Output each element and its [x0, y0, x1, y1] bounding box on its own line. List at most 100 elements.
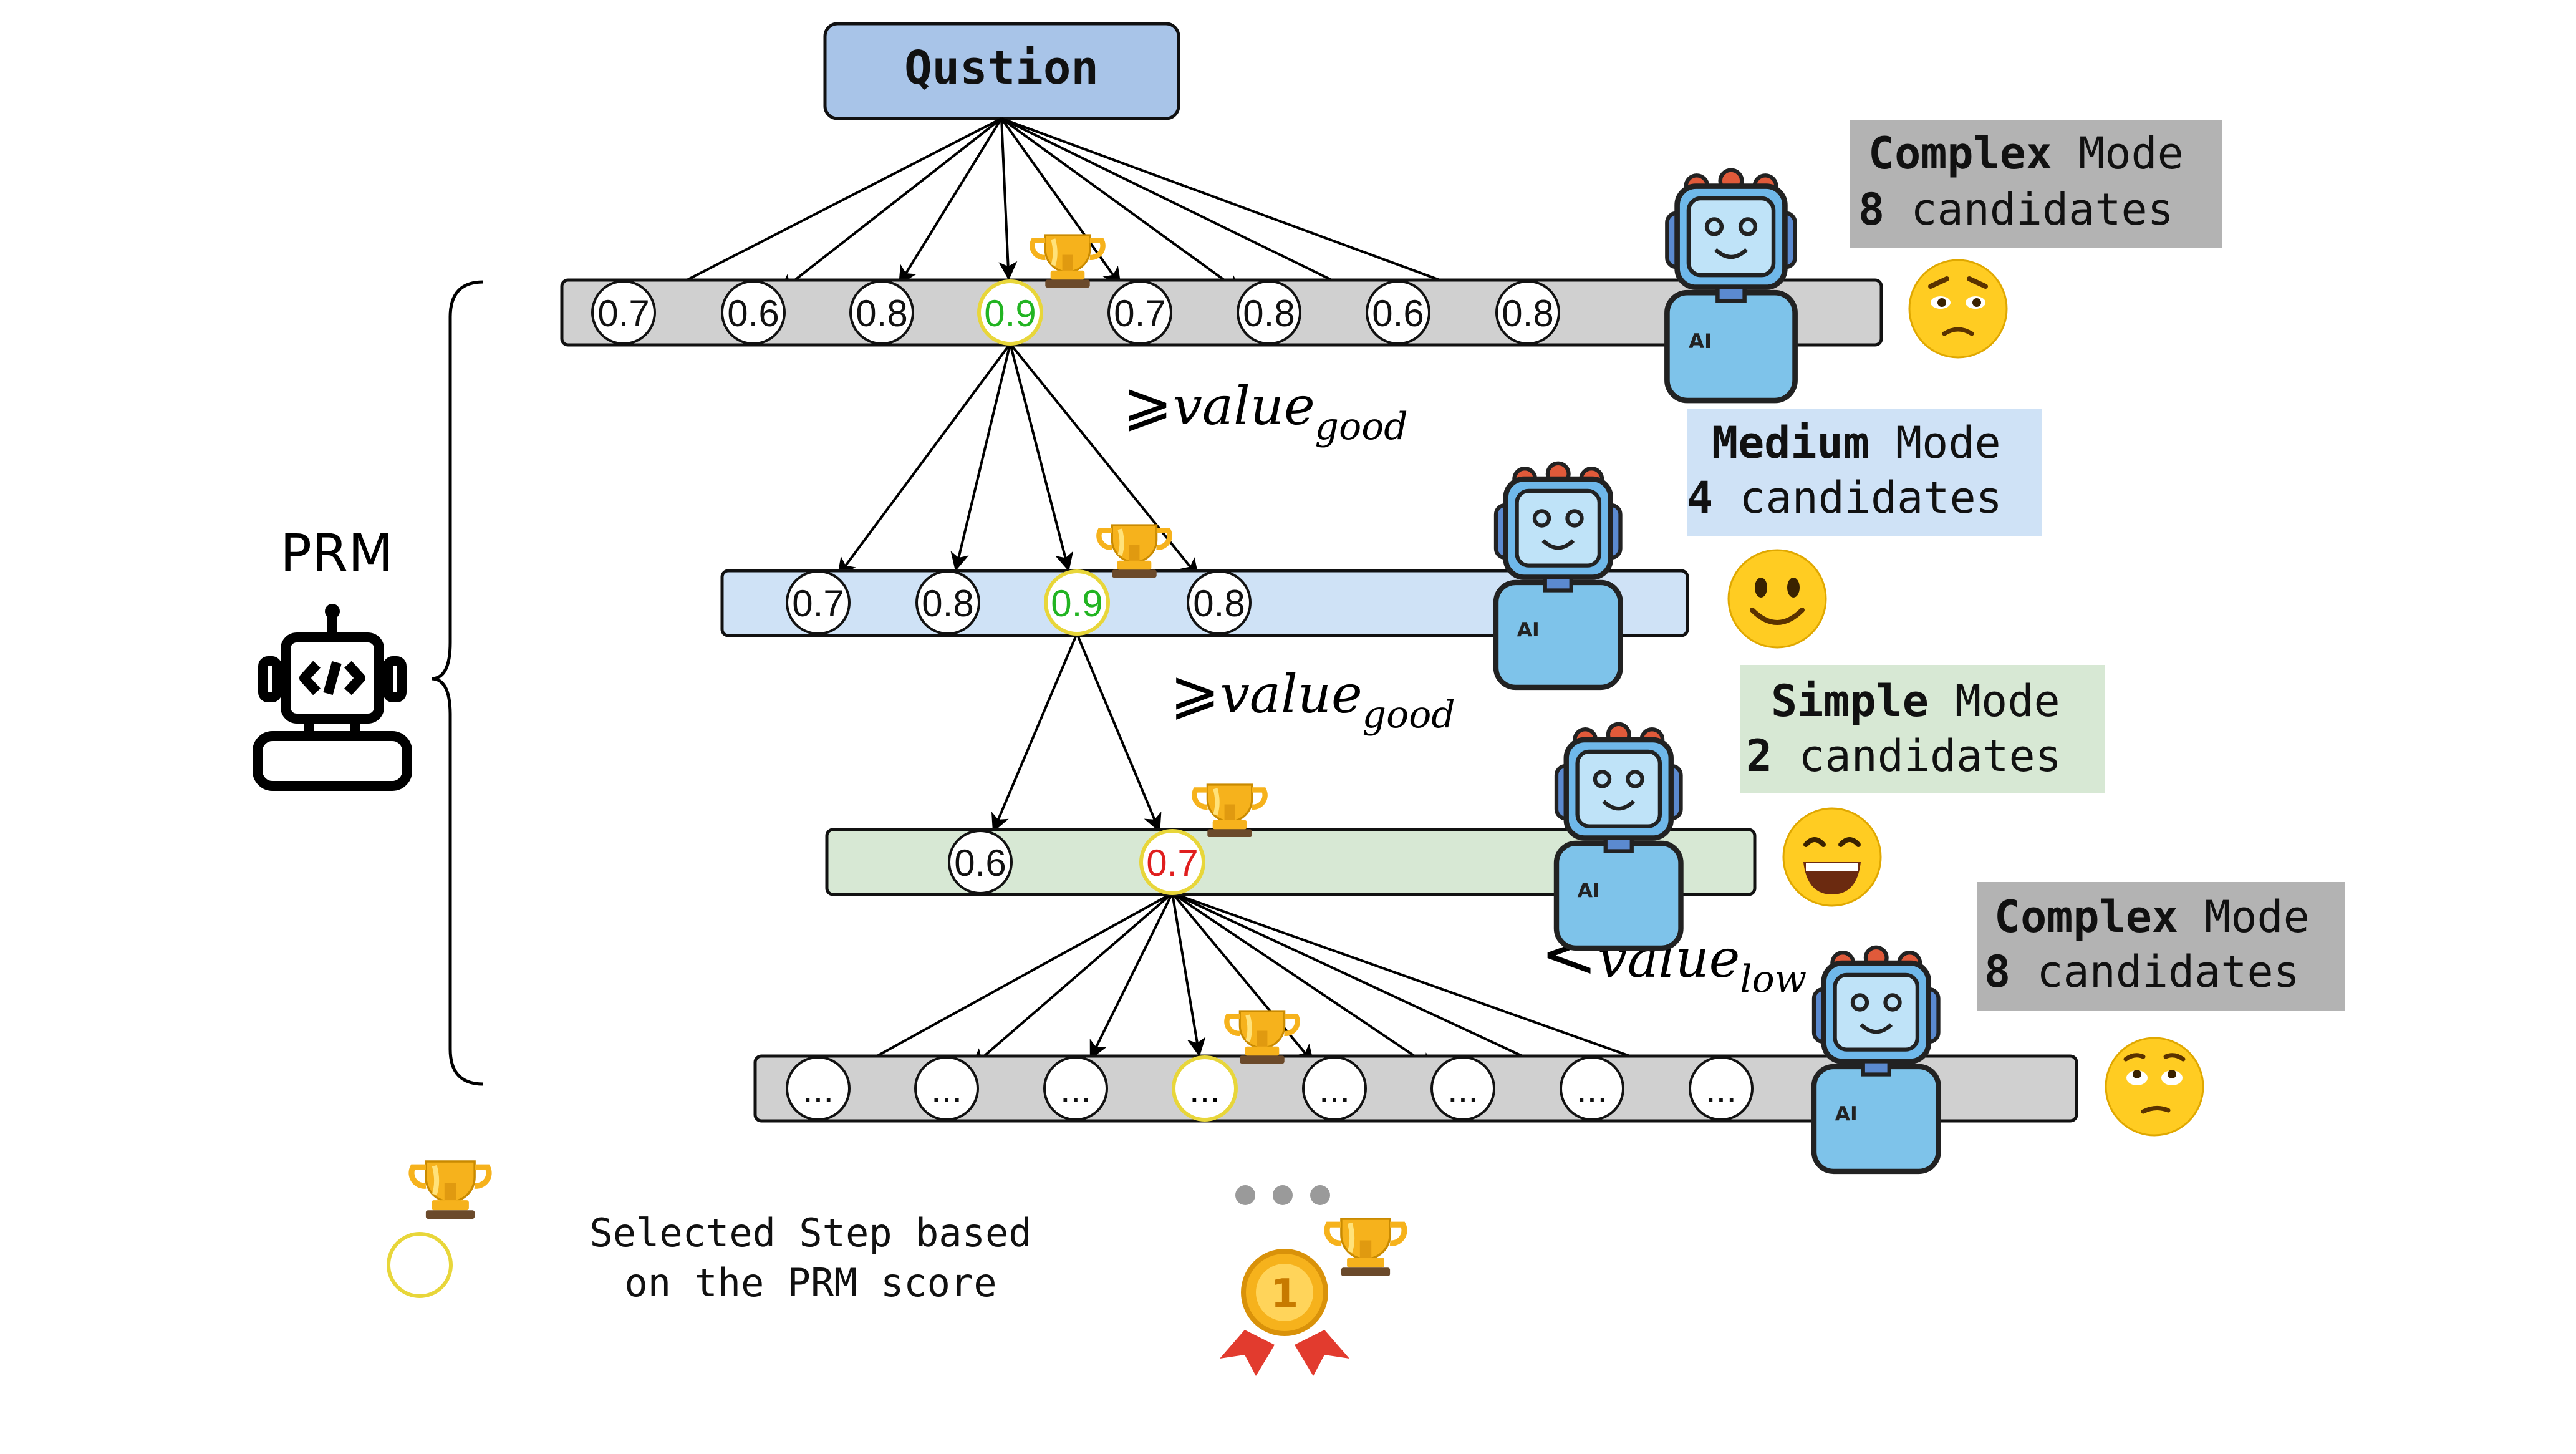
level-4-node-score: ...: [1705, 1069, 1737, 1110]
level-2-mode-text: Medium Mode: [1712, 417, 2001, 468]
edge-group: [652, 117, 1691, 1080]
level-4-node: [1560, 1056, 1624, 1121]
level-1-node: [1495, 280, 1560, 345]
edge-arrow: [652, 117, 1002, 299]
edge-arrow: [1000, 117, 1122, 287]
level-3-robot-icon: [1556, 724, 1681, 948]
level-3-node-score: 0.6: [954, 842, 1006, 884]
level-2-robot-icon: [1496, 463, 1621, 687]
level-1-node: [1237, 280, 1301, 345]
level-3-selected-node: [1139, 829, 1205, 895]
level-4-node-score: ...: [803, 1069, 834, 1110]
level-4-count-text: 8 candidates: [1984, 946, 2300, 997]
level-2-node: [915, 570, 980, 635]
first-place-medal-icon: 1: [1220, 1249, 1349, 1376]
level-2-node-score: 0.8: [1193, 583, 1245, 624]
level-1-node: [1366, 280, 1430, 345]
level-2-mode-box: [1687, 409, 2042, 536]
level-4-node-score: ...: [1189, 1069, 1220, 1110]
question-label: Qustion: [904, 41, 1099, 95]
level-4-selected-node: [1172, 1055, 1238, 1122]
edge-arrow: [991, 633, 1078, 833]
legend-line-1: Selected Step based: [589, 1210, 1031, 1256]
prm-brace: [431, 280, 484, 1086]
level-1-mode-box: [1850, 120, 2222, 248]
prm-label: PRM: [280, 523, 393, 584]
level-3-node-score: 0.7: [1146, 842, 1198, 884]
edge-arrow: [950, 343, 1011, 571]
level-1-node: [591, 280, 656, 345]
level-1-node-score: 0.7: [597, 293, 649, 334]
edge-arrow: [970, 892, 1174, 1068]
bottom-trophy-icon: [1327, 1219, 1404, 1276]
level-4-node-score: ...: [1319, 1069, 1350, 1110]
level-1-node: [721, 280, 786, 345]
threshold-good-1: ⩾valuegood: [1122, 369, 1408, 448]
edge-arrow: [1009, 343, 1074, 572]
level-2-node-score: 0.8: [922, 583, 973, 624]
level-3-node: [948, 830, 1013, 894]
level-3-count-text: 2 candidates: [1746, 730, 2062, 782]
level-1-count-text: 8 candidates: [1858, 184, 2174, 235]
edge-arrow: [778, 117, 1003, 293]
level-2-selected-node: [1044, 569, 1110, 636]
edge-arrow: [1172, 892, 1691, 1080]
level-4-node: [786, 1056, 851, 1121]
level-2-node-score: 0.7: [792, 583, 844, 624]
edge-arrow: [837, 342, 1011, 577]
legend-selected-ring: [387, 1232, 453, 1298]
eye-roll-face-icon: [2105, 1037, 2204, 1137]
edge-arrow: [1000, 117, 1243, 294]
edge-arrow: [898, 117, 1003, 286]
threshold-good-2: ⩾valuegood: [1170, 657, 1455, 737]
level-3-mode-text: Simple Mode: [1771, 676, 2060, 727]
level-1-node-score: 0.9: [984, 293, 1036, 334]
prm-robot-icon: [253, 604, 412, 791]
legend-line-2: on the PRM score: [624, 1260, 996, 1306]
level-2-node-score: 0.9: [1051, 583, 1102, 624]
edge-arrow: [1171, 892, 1437, 1071]
level-4-node: [914, 1056, 979, 1121]
edge-arrow: [846, 892, 1173, 1074]
level-4-node-score: ...: [1576, 1069, 1608, 1110]
edge-arrow: [1001, 117, 1369, 299]
level-4-node-score: ...: [1447, 1069, 1479, 1110]
level-2-node: [1187, 570, 1252, 635]
level-4-node-score: ...: [1060, 1069, 1091, 1110]
level-4-node: [1689, 1056, 1754, 1121]
level-4-mode-text: Complex Mode: [1994, 891, 2310, 943]
level-1-mode-text: Complex Mode: [1868, 128, 2184, 179]
level-1-robot-icon: [1667, 170, 1795, 400]
level-1-node-score: 0.6: [1372, 293, 1424, 334]
level-1-selected-node: [977, 279, 1043, 346]
level-1-node: [849, 280, 914, 345]
medal-number: 1: [1271, 1271, 1299, 1317]
level-1-node-score: 0.7: [1114, 293, 1165, 334]
level-1-node-score: 0.6: [727, 293, 779, 334]
level-4-mode-box: [1977, 882, 2345, 1011]
edge-arrow: [1001, 117, 1498, 304]
edge-arrow: [1089, 893, 1174, 1060]
edge-arrow: [1172, 892, 1563, 1076]
legend-trophy-icon: [412, 1161, 489, 1219]
ellipsis-dots-icon: [1235, 1185, 1330, 1205]
edge-arrow: [1076, 633, 1162, 833]
level-4-node-score: ...: [931, 1069, 962, 1110]
grinning-face-icon: [1782, 807, 1882, 907]
level-1-node-score: 0.8: [856, 293, 907, 334]
level-3-bar: [825, 828, 1757, 896]
edge-arrow: [1171, 893, 1206, 1057]
level-4-node: [1043, 1056, 1108, 1121]
level-2-node: [786, 570, 851, 635]
level-3-mode-box: [1740, 665, 2105, 793]
smiling-face-icon: [1727, 549, 1827, 649]
skeptical-face-icon: [1908, 259, 2008, 359]
level-1-node: [1107, 280, 1172, 345]
edge-arrow: [998, 118, 1018, 281]
level-4-node: [1302, 1056, 1367, 1121]
level-4-node: [1430, 1056, 1495, 1121]
edge-arrow: [1009, 342, 1199, 578]
level-1-node-score: 0.8: [1502, 293, 1553, 334]
